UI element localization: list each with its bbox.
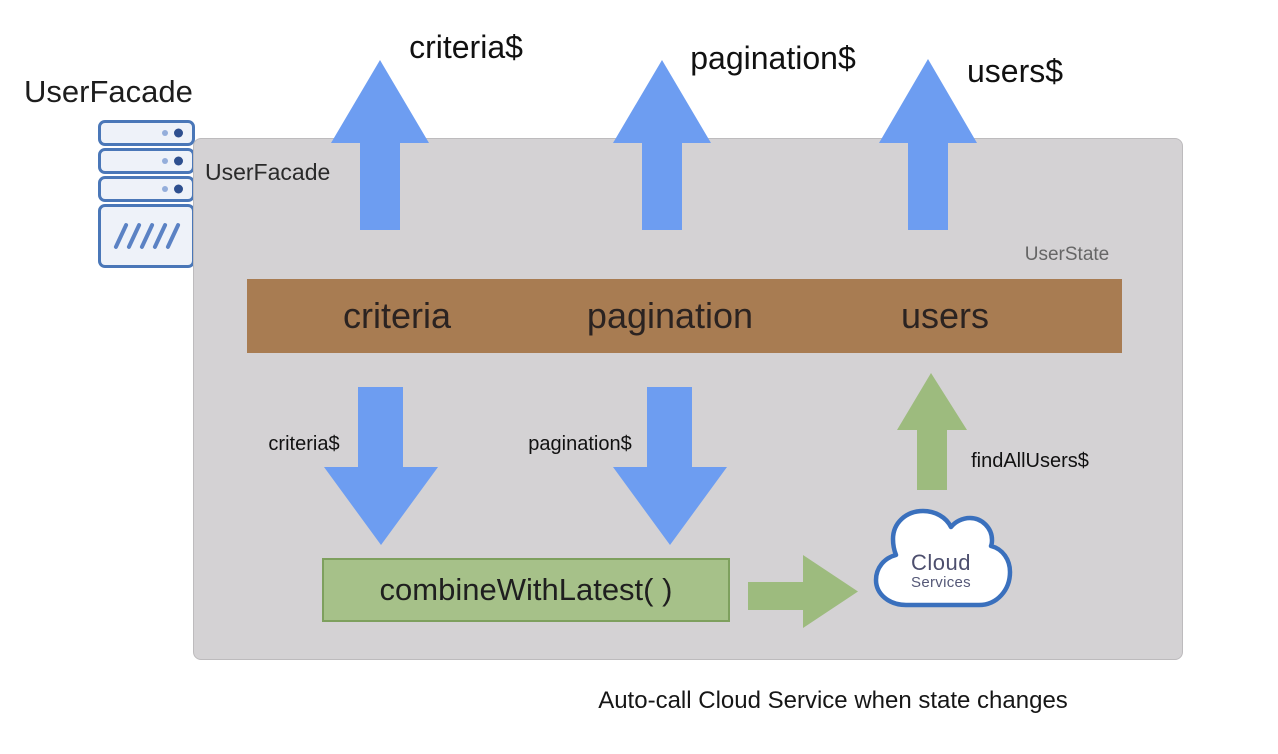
arrow-up-users — [879, 59, 977, 230]
up-label-findallusers: findAllUsers$ — [971, 450, 1089, 472]
arrow-right-to-cloud — [748, 555, 858, 628]
arrow-up-criteria — [331, 60, 429, 230]
arrow-down-criteria — [324, 387, 438, 545]
server-led-icon — [162, 158, 168, 164]
server-row — [98, 148, 195, 174]
caption: Auto-call Cloud Service when state chang… — [598, 687, 1068, 714]
state-bar: criteria pagination users — [247, 279, 1122, 353]
vent-slash-icon — [112, 222, 129, 250]
server-stack-icon — [98, 120, 195, 273]
server-vents — [98, 204, 195, 268]
state-bar-item-criteria: criteria — [342, 295, 452, 336]
cloud-icon — [873, 508, 1013, 608]
vent-slash-icon — [125, 222, 142, 250]
arrow-up-findallusers — [897, 373, 967, 490]
state-bar-item-pagination: pagination — [586, 295, 754, 336]
combine-with-latest-box: combineWithLatest( ) — [322, 558, 730, 622]
container-title: UserFacade — [205, 159, 331, 185]
down-label-criteria: criteria$ — [268, 433, 340, 455]
vent-slash-icon — [164, 222, 181, 250]
server-row — [98, 120, 195, 146]
server-led-icon — [162, 186, 168, 192]
vent-slash-icon — [151, 222, 168, 250]
cloud-subtitle: Services — [911, 574, 971, 591]
state-bar-item-users: users — [900, 295, 990, 336]
server-led-icon — [174, 156, 183, 166]
facade-title: UserFacade — [24, 74, 193, 109]
arrow-down-pagination — [613, 387, 727, 545]
server-led-icon — [174, 184, 183, 194]
vent-slash-icon — [138, 222, 155, 250]
stream-label-pagination: pagination$ — [690, 40, 856, 76]
arrow-up-pagination — [613, 60, 711, 230]
server-led-icon — [162, 130, 168, 136]
server-led-icon — [174, 128, 183, 138]
stream-label-criteria: criteria$ — [409, 29, 523, 65]
server-row — [98, 176, 195, 202]
down-label-pagination: pagination$ — [528, 433, 632, 455]
stream-label-users: users$ — [966, 53, 1064, 89]
combine-box-label: combineWithLatest( ) — [379, 572, 673, 607]
cloud-title: Cloud — [911, 550, 971, 575]
user-state-label: UserState — [1024, 244, 1110, 265]
